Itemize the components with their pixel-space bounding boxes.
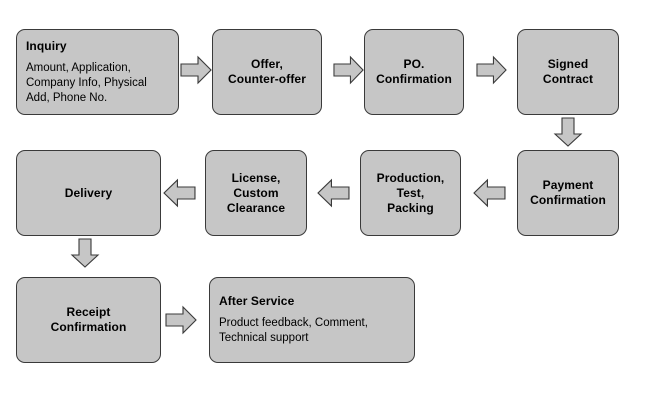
arrow-receipt-to-after-service bbox=[165, 305, 197, 335]
node-license-custom-clearance[interactable]: License, Custom Clearance bbox=[205, 150, 307, 236]
node-after-service[interactable]: After Service Product feedback, Comment,… bbox=[209, 277, 415, 363]
node-license-custom-clearance-title: License, Custom Clearance bbox=[226, 170, 286, 215]
node-offer[interactable]: Offer, Counter-offer bbox=[212, 29, 322, 115]
node-inquiry-title: Inquiry bbox=[26, 38, 67, 53]
node-production-test-packing[interactable]: Production, Test, Packing bbox=[360, 150, 461, 236]
arrow-license-to-delivery bbox=[163, 178, 196, 208]
node-receipt-confirmation-title: Receipt Confirmation bbox=[50, 305, 127, 334]
node-delivery[interactable]: Delivery bbox=[16, 150, 161, 236]
node-po-confirmation-title: PO. Confirmation bbox=[376, 57, 452, 86]
node-receipt-confirmation[interactable]: Receipt Confirmation bbox=[16, 277, 161, 363]
node-payment-confirmation-title: Payment Confirmation bbox=[530, 178, 606, 207]
arrow-production-to-license bbox=[317, 178, 350, 208]
node-po-confirmation[interactable]: PO. Confirmation bbox=[364, 29, 464, 115]
node-production-test-packing-title: Production, Test, Packing bbox=[376, 170, 445, 215]
node-offer-title: Offer, Counter-offer bbox=[228, 57, 306, 86]
node-payment-confirmation[interactable]: Payment Confirmation bbox=[517, 150, 619, 236]
arrow-offer-to-po bbox=[333, 55, 364, 85]
arrow-payment-to-production bbox=[473, 178, 506, 208]
node-inquiry-body: Amount, Application, Company Info, Physi… bbox=[26, 61, 147, 104]
node-inquiry[interactable]: Inquiry Amount, Application, Company Inf… bbox=[16, 29, 179, 115]
node-after-service-body: Product feedback, Comment, Technical sup… bbox=[219, 317, 368, 344]
arrow-po-to-contract bbox=[476, 55, 507, 85]
node-delivery-title: Delivery bbox=[64, 185, 113, 200]
node-signed-contract-title: Signed Contract bbox=[542, 57, 594, 86]
node-after-service-title: After Service bbox=[219, 294, 295, 308]
node-signed-contract[interactable]: Signed Contract bbox=[517, 29, 619, 115]
arrow-contract-to-payment bbox=[553, 117, 583, 147]
arrow-delivery-to-receipt bbox=[70, 238, 100, 268]
arrow-inquiry-to-offer bbox=[180, 55, 212, 85]
